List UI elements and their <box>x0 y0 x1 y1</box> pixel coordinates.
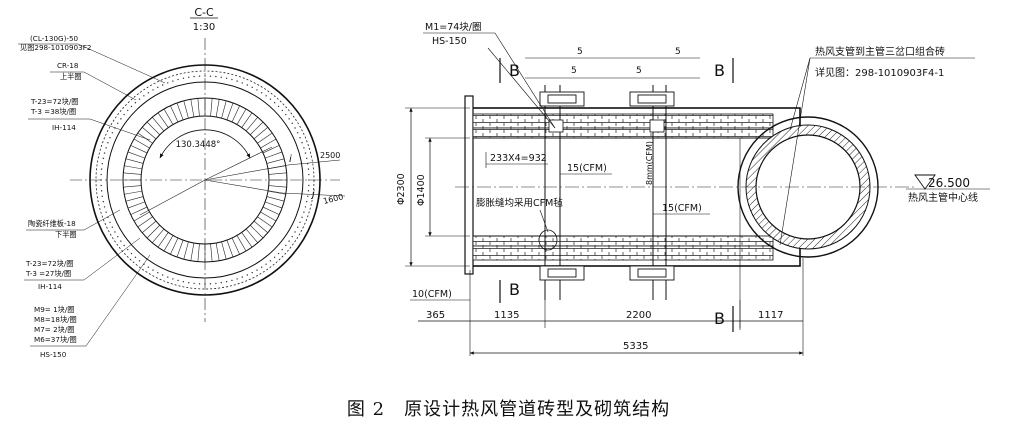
section-scale: 1:30 <box>193 22 215 33</box>
joint-clamps <box>539 91 675 281</box>
dim-5-b: 5 <box>571 66 577 76</box>
figure-caption: 图 2 原设计热风管道砖型及砌筑结构 <box>346 399 671 420</box>
centerline-label: 热风主管中心线 <box>908 191 978 204</box>
section-mark-b-1: B <box>509 61 520 80</box>
left-flange <box>464 95 474 275</box>
callout-t23-top: T-23=72块/圈 <box>30 97 78 106</box>
dim-1600: 1600 <box>322 192 344 206</box>
dim-5-a: 5 <box>577 47 583 57</box>
refractory-drawing: C-C 1:30 130.3448° i j 2500 1600 (CL-130… <box>18 6 990 359</box>
dim-1117: 1117 <box>758 310 783 321</box>
callout-ceramic-fiber: 陶瓷纤维板-18 <box>28 219 76 228</box>
callout-m6: M6=37块/圈 <box>34 335 77 344</box>
brick-ring-joints <box>123 98 287 262</box>
callout-lower-half: 下半圈 <box>55 230 77 239</box>
block-note-bottom: HS-150 <box>432 36 467 47</box>
callout-cl130g: (CL-130G)-50 <box>30 34 79 43</box>
dim-5-c: 5 <box>636 66 642 76</box>
branch-note-1: 热风支管到主管三岔口组合砖 <box>815 45 945 58</box>
elevation-label: 26.500 <box>928 176 970 190</box>
section-c-c: C-C 1:30 130.3448° i j 2500 1600 (CL-130… <box>18 6 346 359</box>
label-joint-note: 膨胀缝均采用CFM毡 <box>476 197 563 209</box>
callout-upper-half: 上半圈 <box>60 72 82 81</box>
callout-ih114-bottom: IH-114 <box>38 282 62 291</box>
label-15cfm-b: 15(CFM) <box>662 203 702 214</box>
callout-t3-top: T-3 =38块/圈 <box>30 107 76 116</box>
callout-m8: M8=18块/圈 <box>34 315 77 324</box>
section-mark-b-3: B <box>509 280 520 299</box>
dim-10cfm: 10(CFM) <box>412 289 452 300</box>
label-233x4: 233X4=932 <box>490 153 547 164</box>
marker-i: i <box>289 154 292 165</box>
callout-m9: M9= 1块/圈 <box>34 305 74 314</box>
section-mark-b-4: B <box>714 309 725 328</box>
branch-note-2: 详见图：298-1010903F4-1 <box>815 66 944 79</box>
shell-insulation-dots <box>100 75 310 285</box>
callout-t23-bottom: T-23=72块/圈 <box>25 259 73 268</box>
dim-2200: 2200 <box>626 310 651 321</box>
block-note-top: M1=74块/圈 <box>425 21 482 33</box>
dim-dia-1400: Φ1400 <box>416 174 427 206</box>
section-title: C-C <box>194 6 214 19</box>
bottom-brick-band <box>472 235 774 247</box>
dim-dia-2300: Φ2300 <box>396 173 407 205</box>
dim-5335: 5335 <box>623 341 648 352</box>
section-mark-b-2: B <box>714 61 725 80</box>
top-brick-band <box>472 113 774 129</box>
longitudinal-section: M1=74块/圈 HS-150 B B B B 5 5 5 5 233X4=93… <box>396 21 990 356</box>
label-15cfm-a: 15(CFM) <box>567 163 607 174</box>
callout-ref-f2: 见图298-1010903F2 <box>20 43 91 52</box>
label-8mm-cfm: 8mm(CFM) <box>645 141 654 185</box>
callout-m7: M7= 2块/圈 <box>34 325 74 334</box>
callout-t3-bottom: T-3 =27块/圈 <box>25 269 71 278</box>
dim-365: 365 <box>426 310 445 321</box>
dim-5-d: 5 <box>675 47 681 57</box>
angle-label: 130.3448° <box>176 140 221 150</box>
callout-ih114-top: IH-114 <box>52 123 76 132</box>
dim-2500: 2500 <box>320 151 340 160</box>
callout-hs150: HS-150 <box>40 350 67 359</box>
callout-cr18: CR-18 <box>57 61 79 70</box>
dim-1135: 1135 <box>494 310 519 321</box>
